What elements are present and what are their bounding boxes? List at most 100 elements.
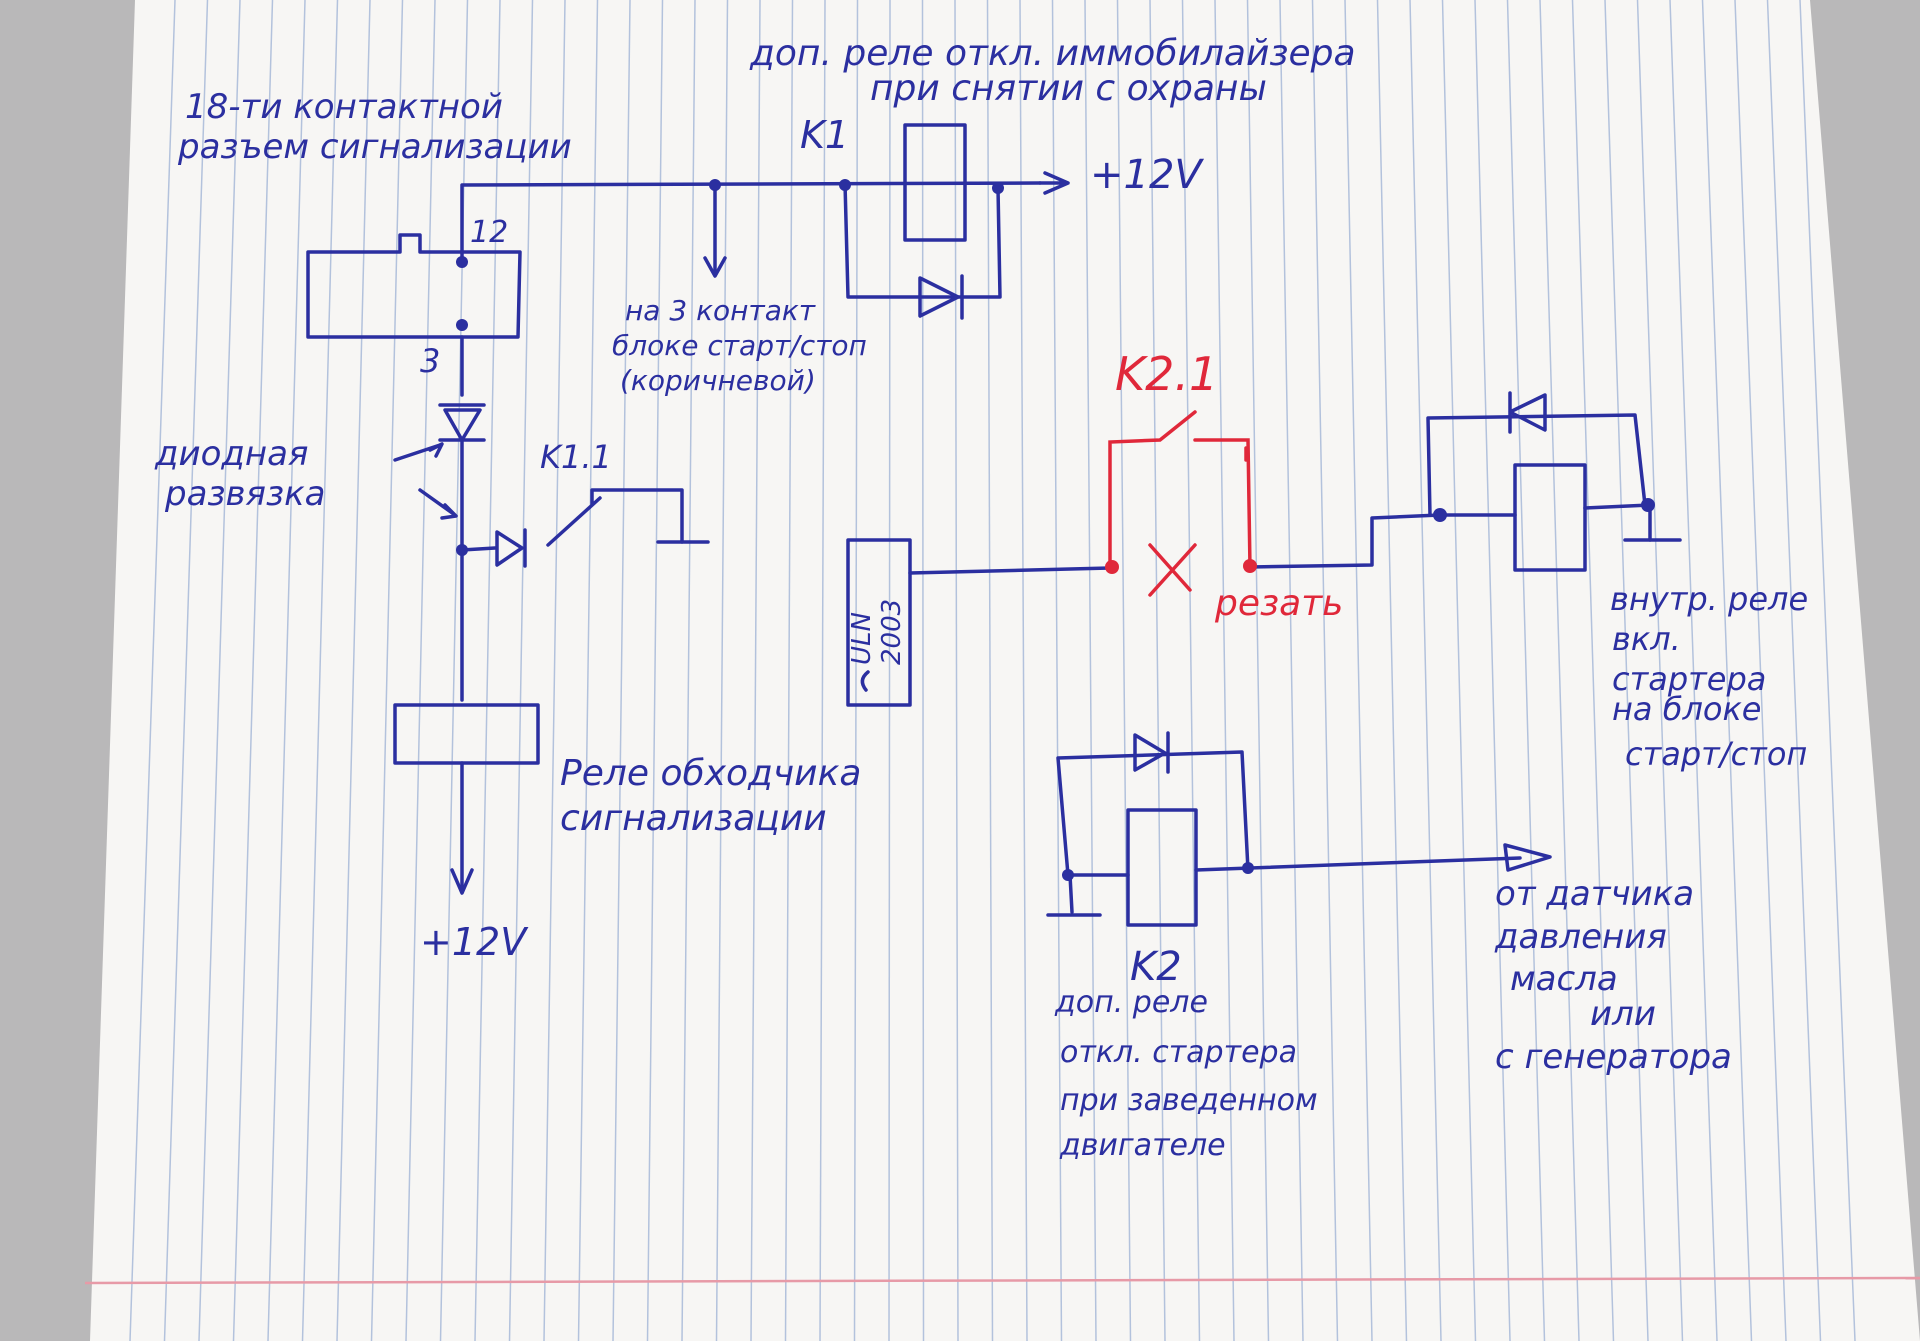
ruling-line bbox=[1149, 0, 1166, 1341]
ruling-line bbox=[1506, 0, 1546, 1341]
sensor-label-5: с генератора bbox=[1495, 1037, 1732, 1077]
k21-label: K2.1 bbox=[1115, 347, 1218, 401]
ruling-line bbox=[1799, 0, 1856, 1341]
ruling-line bbox=[1214, 0, 1235, 1341]
inner-label-2: вкл. bbox=[1612, 620, 1681, 658]
bypass-arrow-icon bbox=[450, 868, 474, 895]
ruling-line bbox=[1604, 0, 1649, 1341]
plus12-arrow-icon bbox=[1038, 171, 1070, 195]
inner-label-3: стартера bbox=[1612, 660, 1766, 698]
k2-label: K2 bbox=[1130, 944, 1182, 990]
ruling-line bbox=[474, 0, 501, 1341]
ruling-line bbox=[129, 0, 176, 1341]
k1-loop-wire bbox=[843, 181, 1002, 299]
ruling-line bbox=[198, 0, 241, 1341]
pin12-label: 12 bbox=[470, 215, 508, 250]
sensor-label-1: от датчика bbox=[1495, 874, 1694, 914]
inner-label-4: на блоке bbox=[1612, 690, 1761, 728]
sensor-label-3: масла bbox=[1510, 959, 1618, 999]
cut-mark-icon bbox=[1148, 543, 1197, 597]
k2-frame bbox=[1056, 750, 1250, 877]
diode-label-2: развязка bbox=[164, 474, 325, 514]
ruling-line bbox=[1539, 0, 1580, 1341]
ruling-line bbox=[954, 0, 959, 1341]
ruling-line bbox=[1571, 0, 1615, 1341]
k11-label: K1.1 bbox=[540, 438, 612, 476]
ruling-line bbox=[508, 0, 534, 1341]
ruling-line bbox=[301, 0, 339, 1341]
k2-desc-4: двигателе bbox=[1059, 1128, 1226, 1163]
ruling-line bbox=[1376, 0, 1408, 1341]
k21-contact bbox=[1108, 410, 1252, 597]
ruling-line bbox=[921, 0, 925, 1341]
ruling-line bbox=[715, 0, 729, 1341]
inner-relay-coil-icon bbox=[1513, 463, 1587, 572]
chip-notch bbox=[860, 670, 870, 692]
to-pin3-2: блоке старт/стоп bbox=[612, 329, 867, 362]
ruling-line bbox=[1344, 0, 1373, 1341]
ruling-line bbox=[986, 0, 994, 1341]
sensor-label-2: давления bbox=[1494, 917, 1667, 957]
alarm-connector-body bbox=[306, 233, 522, 339]
connector-title-2: разъем сигнализации bbox=[177, 127, 572, 167]
k1-title-2: при снятии с охраны bbox=[870, 68, 1267, 109]
inner-label-1: внутр. реле bbox=[1610, 580, 1808, 618]
margin-line bbox=[84, 1276, 1920, 1285]
notebook-lines bbox=[129, 0, 1856, 1341]
ruling-line bbox=[1474, 0, 1511, 1341]
ruling-line bbox=[543, 0, 566, 1341]
paper-sheet bbox=[90, 0, 1920, 1341]
ruling-line bbox=[1701, 0, 1753, 1341]
k1-title-1: доп. реле откл. иммобилайзера bbox=[749, 33, 1356, 74]
ruling-line bbox=[1051, 0, 1063, 1341]
annotation-arrows bbox=[393, 442, 458, 520]
bypass-label-2: сигнализации bbox=[560, 798, 827, 839]
ruling-line bbox=[577, 0, 599, 1341]
junction-dots bbox=[456, 179, 1655, 881]
ruling-line bbox=[1669, 0, 1718, 1341]
k2-desc-1: доп. реле bbox=[1054, 985, 1208, 1020]
ruling-line bbox=[646, 0, 664, 1341]
ruling-line bbox=[1019, 0, 1028, 1341]
inner-label-5: старт/стоп bbox=[1625, 735, 1807, 773]
ruling-line bbox=[784, 0, 794, 1341]
uln-output-wire bbox=[908, 513, 1442, 575]
k11-diode-icon bbox=[495, 528, 527, 568]
uln-label-2: 2003 bbox=[877, 599, 907, 665]
k1-diode-icon bbox=[918, 274, 964, 320]
ruling-line bbox=[163, 0, 209, 1341]
ruling-line bbox=[1246, 0, 1270, 1341]
ruling-line bbox=[1766, 0, 1822, 1341]
ruling-line bbox=[232, 0, 274, 1341]
ruling-line bbox=[853, 0, 859, 1341]
inner-relay-diode-icon bbox=[1508, 391, 1547, 434]
sensor-arrow-icon bbox=[1503, 843, 1552, 872]
to-pin3-1: на 3 контакт bbox=[625, 294, 816, 327]
k11-contact-switch bbox=[546, 488, 684, 547]
bypass-relay-coil-icon bbox=[393, 703, 540, 765]
ruling-line bbox=[1116, 0, 1132, 1341]
ruling-line bbox=[819, 0, 826, 1341]
ruling-line bbox=[888, 0, 891, 1341]
k1-relay-coil-icon bbox=[903, 123, 967, 242]
connector-title-1: 18-ти контактной bbox=[185, 87, 503, 127]
ruling-line bbox=[1181, 0, 1201, 1341]
pin3-label: 3 bbox=[420, 342, 440, 380]
bypass-label-1: Реле обходчика bbox=[560, 753, 861, 794]
ruling-line bbox=[405, 0, 436, 1341]
k2-diode-icon bbox=[1133, 731, 1170, 774]
ruling-line bbox=[750, 0, 761, 1341]
sensor-label-4: или bbox=[1590, 994, 1656, 1034]
ruling-line bbox=[267, 0, 306, 1341]
uln-label-1: ULN bbox=[847, 612, 877, 665]
ruling-line bbox=[1311, 0, 1339, 1341]
ruling-line bbox=[1636, 0, 1684, 1341]
ruling-line bbox=[612, 0, 631, 1341]
diode-label-1: диодная bbox=[154, 434, 308, 474]
ruling-line bbox=[370, 0, 404, 1341]
tap-arrow-icon bbox=[703, 256, 727, 278]
inner-relay-frame bbox=[1426, 413, 1647, 517]
k2-relay-coil-icon bbox=[1126, 808, 1198, 927]
ruling-line bbox=[1279, 0, 1304, 1341]
pin3-diode-icon bbox=[438, 403, 486, 442]
